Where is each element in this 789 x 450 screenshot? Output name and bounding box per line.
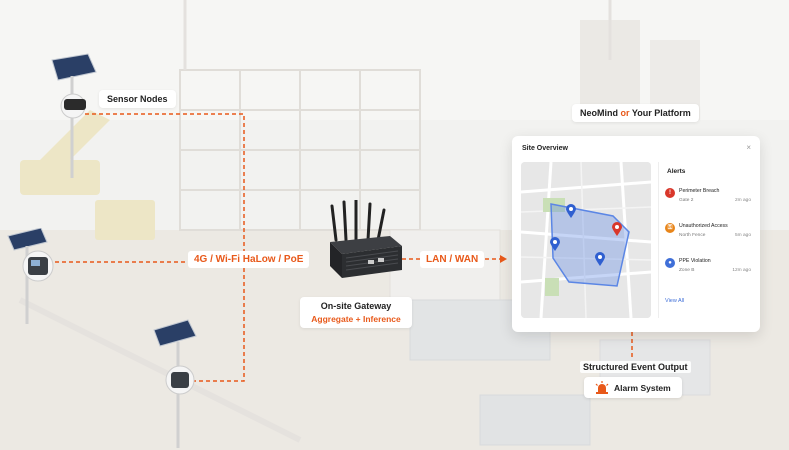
view-all-link[interactable]: View All <box>665 298 685 304</box>
window-title: Site Overview <box>522 145 568 152</box>
link-bottom-node <box>185 262 245 382</box>
alarm-system-label: Alarm System <box>614 383 671 393</box>
alert-item[interactable]: ⚿ Unauthorized Access North Fence 5m ago <box>665 221 751 253</box>
alert-item[interactable]: ● PPE Violation Zone B 12m ago <box>665 256 751 288</box>
alarm-siren-icon <box>595 381 609 394</box>
alert-location: Zone B <box>679 268 695 273</box>
structured-output-label: Structured Event Output <box>580 361 691 373</box>
alerts-panel: Alerts ! Perimeter Breach Gate 2 2m ago … <box>658 162 752 318</box>
alert-time: 5m ago <box>735 233 751 238</box>
alert-item[interactable]: ! Perimeter Breach Gate 2 2m ago <box>665 186 751 218</box>
alert-name: PPE Violation <box>679 258 711 264</box>
lock-icon: ⚿ <box>665 223 675 233</box>
wireless-link-label: 4G / Wi-Fi HaLow / PoE <box>188 251 310 268</box>
alert-name: Perimeter Breach <box>679 188 720 194</box>
gateway-device <box>330 200 402 278</box>
map-graphic <box>521 162 651 318</box>
alarm-system-box: Alarm System <box>584 377 682 398</box>
map-pin-blue-2[interactable] <box>550 237 560 251</box>
solar-sensor-node-middle <box>7 228 54 324</box>
map-pin-blue-1[interactable] <box>566 204 576 218</box>
alert-time: 2m ago <box>735 198 751 203</box>
alert-location: Gate 2 <box>679 198 694 203</box>
solar-sensor-node-bottom <box>153 319 197 448</box>
platform-brand: NeoMind <box>580 108 618 118</box>
map-pin-red[interactable] <box>612 222 622 236</box>
site-map[interactable] <box>521 162 651 318</box>
sensor-nodes-label: Sensor Nodes <box>99 90 176 108</box>
platform-or: or <box>620 108 630 118</box>
gateway-caption: On-site Gateway Aggregate + Inference <box>300 297 412 328</box>
alert-time: 12m ago <box>732 268 751 273</box>
alert-icon: ! <box>665 188 675 198</box>
gateway-title: On-site Gateway <box>320 301 392 311</box>
gateway-subtitle: Aggregate + Inference <box>311 314 401 324</box>
close-icon[interactable]: × <box>746 143 751 152</box>
platform-label: NeoMind or Your Platform <box>572 104 699 122</box>
lan-wan-label: LAN / WAN <box>420 251 485 268</box>
platform-rest: Your Platform <box>631 108 691 118</box>
alerts-title: Alerts <box>667 168 686 175</box>
solar-camera-node-top <box>51 53 97 178</box>
link-top-node <box>85 113 245 258</box>
helmet-icon: ● <box>665 258 675 268</box>
alert-name: Unauthorized Access <box>679 223 728 229</box>
site-overview-window: Site Overview × Alerts <box>512 136 760 332</box>
map-pin-blue-3[interactable] <box>595 252 605 266</box>
alert-location: North Fence <box>679 233 706 238</box>
